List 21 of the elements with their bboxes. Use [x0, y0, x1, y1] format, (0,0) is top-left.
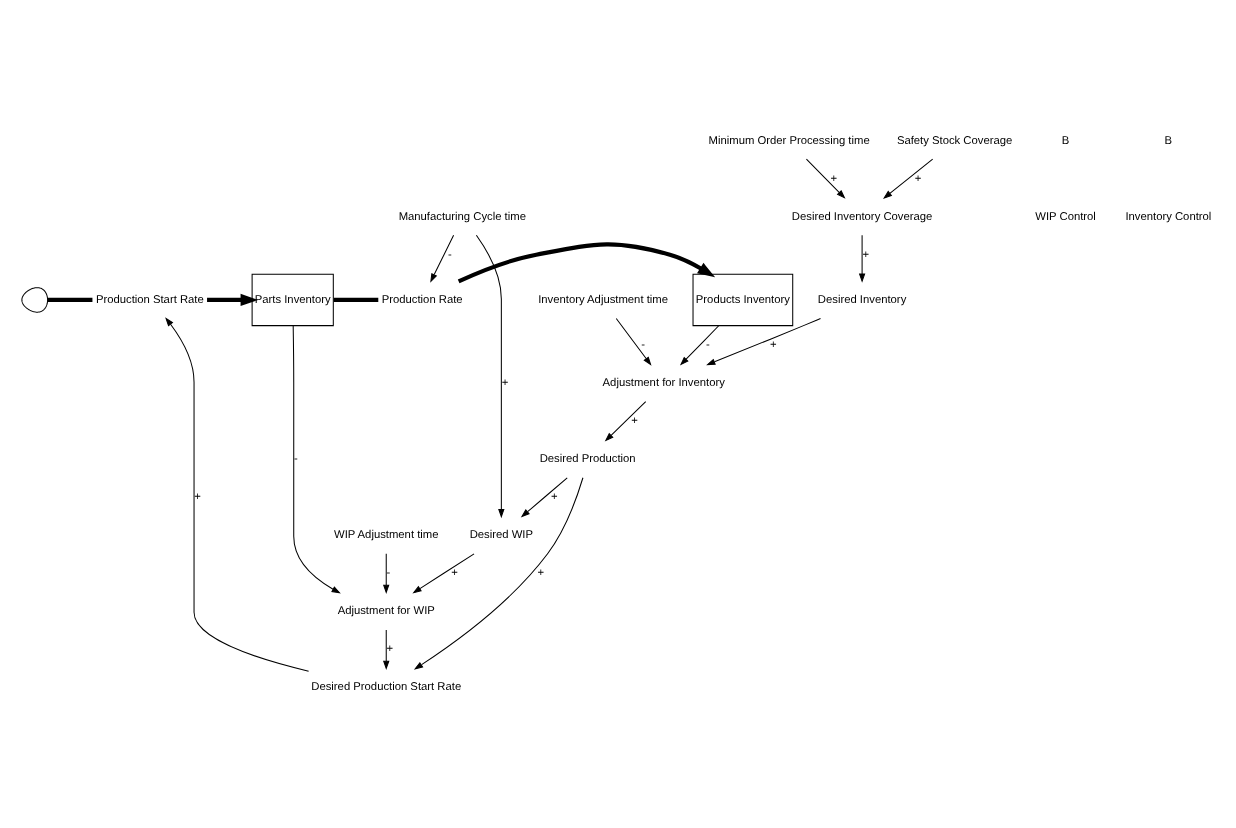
connector — [333, 297, 379, 302]
arrow — [430, 234, 455, 283]
arrow — [475, 234, 505, 519]
arrow — [679, 325, 720, 366]
arrow — [207, 293, 259, 307]
connector — [47, 297, 93, 302]
arrow — [858, 234, 866, 283]
arrow — [520, 477, 568, 518]
arrow — [706, 318, 822, 366]
arrow — [383, 553, 390, 594]
arrow — [882, 158, 934, 199]
arrow — [413, 477, 584, 670]
arrow — [292, 325, 341, 594]
arrow — [412, 553, 475, 594]
arrow — [383, 629, 390, 670]
arrow — [615, 318, 652, 366]
arrow — [604, 401, 647, 442]
node-cloud — [21, 287, 49, 313]
arrow — [457, 242, 716, 284]
arrow — [805, 158, 846, 199]
arrow — [165, 317, 310, 672]
